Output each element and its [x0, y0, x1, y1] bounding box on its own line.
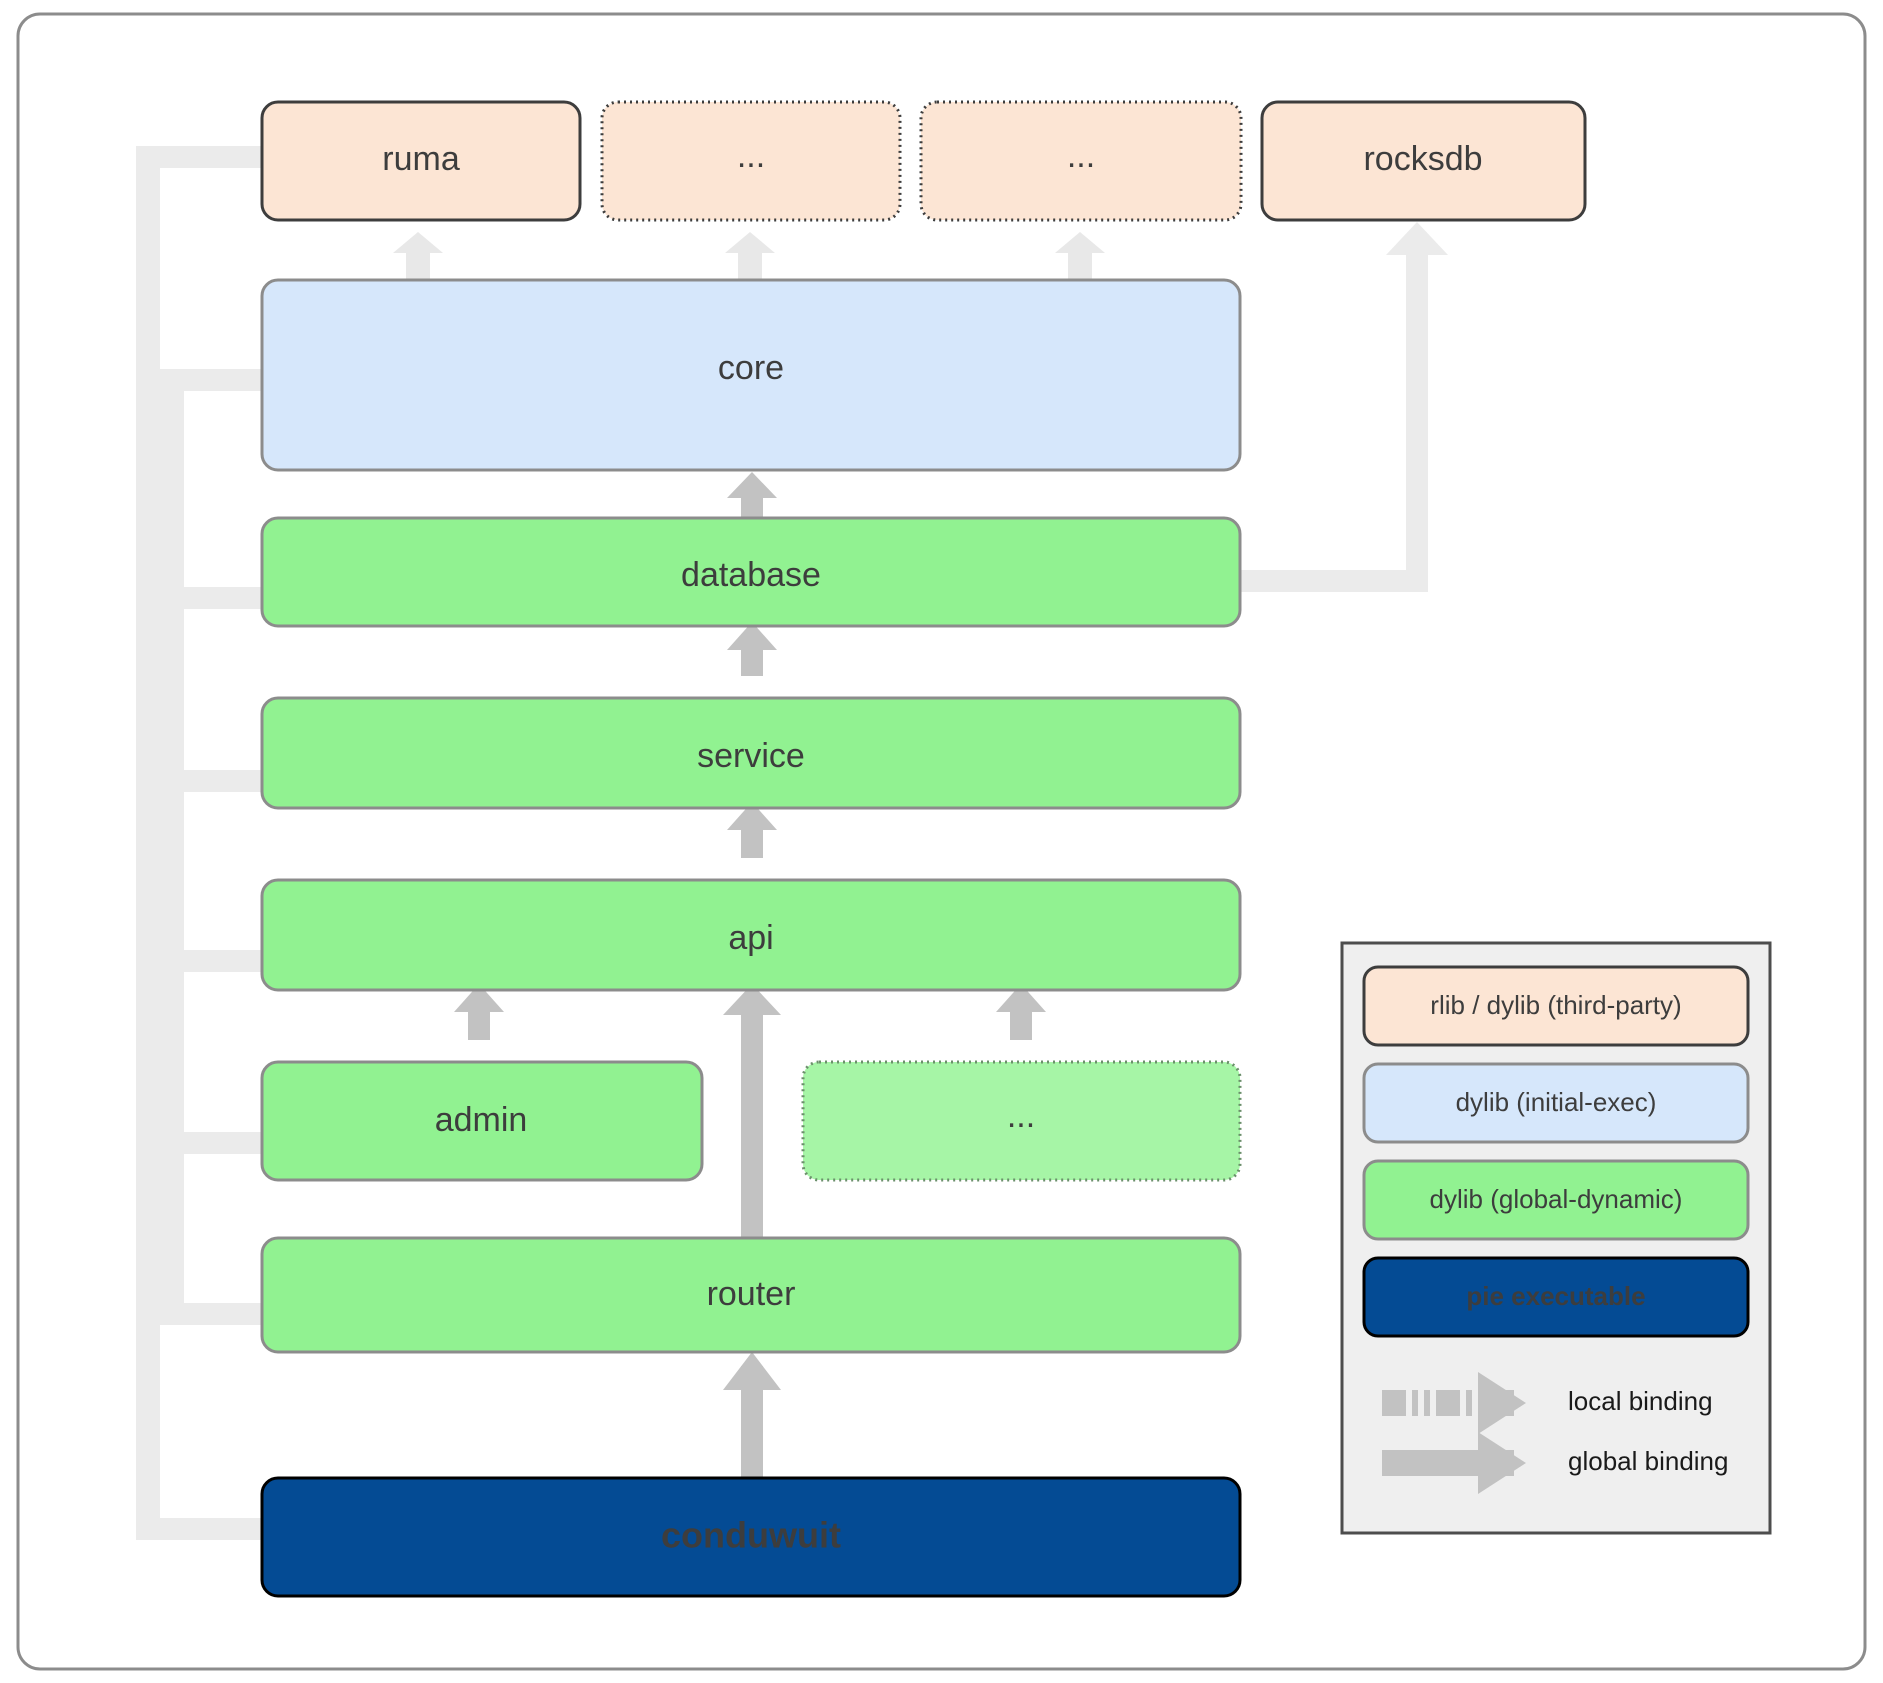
legend-arrow-local-binding: local binding	[1382, 1372, 1713, 1434]
legend-arrow-global-binding: global binding	[1382, 1432, 1728, 1494]
node-ellipsis-1[interactable]: ...	[600, 100, 902, 222]
node-ruma[interactable]: ruma	[260, 100, 582, 222]
legend-arrow-global-binding-label: global binding	[1568, 1446, 1728, 1476]
edge-service-to-database	[727, 622, 777, 676]
node-ellipsis-1-label: ...	[737, 137, 765, 175]
node-service-label: service	[697, 737, 805, 775]
node-admin-label: admin	[435, 1101, 528, 1139]
legend-item-rlib-dylib-third-party: rlib / dylib (third-party)	[1362, 965, 1750, 1047]
node-ellipsis-3-label: ...	[1007, 1097, 1035, 1135]
node-rocksdb-label: rocksdb	[1363, 140, 1482, 178]
legend-item-pie-executable: pie executable	[1362, 1256, 1750, 1338]
legend-item-dylib-initial-exec-label: dylib (initial-exec)	[1456, 1087, 1657, 1117]
edge-api-to-service	[727, 802, 777, 858]
legend-item-dylib-initial-exec: dylib (initial-exec)	[1362, 1062, 1750, 1144]
node-database-label: database	[681, 556, 821, 594]
diagram-frame	[16, 12, 1867, 1671]
node-conduwuit[interactable]: conduwuit	[260, 1476, 1242, 1598]
node-ellipsis-2-label: ...	[1067, 137, 1095, 175]
node-core[interactable]: core	[260, 278, 1242, 472]
node-router[interactable]: router	[260, 1236, 1242, 1354]
global-binding-arrow-icon	[1382, 1432, 1526, 1494]
node-database[interactable]: database	[260, 516, 1242, 628]
edge-database-to-rocksdb	[1238, 222, 1448, 592]
node-rocksdb[interactable]: rocksdb	[1260, 100, 1587, 222]
legend-item-dylib-global-dynamic: dylib (global-dynamic)	[1362, 1159, 1750, 1241]
node-router-label: router	[707, 1275, 796, 1313]
legend-arrow-local-binding-label: local binding	[1568, 1386, 1713, 1416]
node-api-label: api	[728, 919, 773, 957]
node-core-label: core	[718, 349, 784, 387]
local-binding-arrow-icon	[1382, 1372, 1526, 1434]
legend-item-dylib-global-dynamic-label: dylib (global-dynamic)	[1430, 1184, 1683, 1214]
legend-item-rlib-dylib-third-party-label: rlib / dylib (third-party)	[1430, 990, 1681, 1020]
node-conduwuit-label: conduwuit	[661, 1515, 841, 1556]
node-admin[interactable]: admin	[260, 1060, 704, 1182]
node-ellipsis-2[interactable]: ...	[919, 100, 1243, 222]
node-service[interactable]: service	[260, 696, 1242, 810]
node-api[interactable]: api	[260, 878, 1242, 992]
legend-panel: rlib / dylib (third-party) dylib (initia…	[1340, 941, 1772, 1535]
node-ellipsis-3[interactable]: ...	[801, 1060, 1242, 1182]
edge-conduwuit-to-router	[723, 1352, 781, 1478]
edge-ellipsis3-to-api	[996, 984, 1046, 1040]
edge-admin-to-api	[454, 984, 504, 1040]
edge-router-to-api	[723, 984, 781, 1238]
node-ruma-label: ruma	[382, 140, 460, 178]
legend-item-pie-executable-label: pie executable	[1466, 1281, 1645, 1311]
